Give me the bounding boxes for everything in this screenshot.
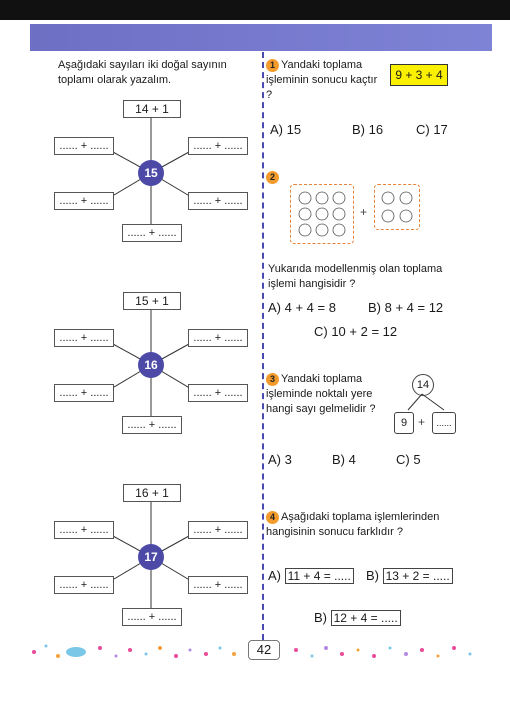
question-number-badge: 1 — [266, 58, 279, 72]
q4-option-a[interactable]: A) 11 + 4 = ..... — [268, 568, 354, 584]
diagram-16: 15 + 1 ...... + ...... ...... + ...... .… — [54, 292, 248, 438]
blank-box[interactable]: ...... + ...... — [54, 521, 114, 539]
blank-box[interactable]: ...... + ...... — [54, 576, 114, 594]
center-number: 17 — [138, 544, 164, 570]
strawberry-icons — [381, 191, 413, 223]
question-text: Yandaki toplama işleminde noktalı yere h… — [266, 373, 376, 415]
question-2-text: Yukarıda modellenmiş olan toplama işlemi… — [268, 263, 443, 290]
option-label: B) — [366, 568, 379, 583]
blank-box[interactable]: ...... + ...... — [188, 137, 248, 155]
option-c[interactable]: C) 5 — [396, 452, 421, 467]
blank-box[interactable]: ...... + ...... — [122, 416, 182, 434]
plus-sign: + — [360, 205, 368, 219]
option-b[interactable]: B) 4 — [332, 452, 356, 467]
strawberry-model-9 — [290, 184, 354, 244]
blank-box[interactable]: ...... + ...... — [188, 192, 248, 210]
expression-box: 9 + 3 + 4 — [390, 64, 448, 86]
question-number-badge: 3 — [266, 372, 279, 386]
blank-box[interactable]: ...... + ...... — [122, 224, 182, 242]
q2-options: A) 4 + 4 = 8 B) 8 + 4 = 12 C) 10 + 2 = 1… — [268, 300, 488, 340]
option-a[interactable]: A) 15 — [270, 122, 302, 137]
option-b[interactable]: B) 16 — [352, 122, 384, 137]
question-text: Aşağıdaki toplama işlemlerinden hangisin… — [266, 511, 440, 538]
blank-box[interactable]: ...... + ...... — [188, 576, 248, 594]
strawberry-model-4 — [374, 184, 420, 230]
intro-text: Aşağıdaki sayıları iki doğal sayının top… — [58, 59, 227, 86]
option-c[interactable]: C) 10 + 2 = 12 — [314, 324, 398, 339]
center-number: 16 — [138, 352, 164, 378]
top-black-band — [0, 0, 510, 20]
center-number: 15 — [138, 160, 164, 186]
blank-box[interactable]: ...... + ...... — [54, 384, 114, 402]
addition-tree-lines — [407, 393, 445, 411]
top-box: 14 + 1 — [123, 100, 181, 118]
blank-addend-box[interactable]: ...... — [432, 412, 456, 434]
strawberry-icons — [298, 191, 346, 237]
blank-box[interactable]: ...... + ...... — [122, 608, 182, 626]
sum-bubble: 14 — [412, 374, 434, 396]
option-a[interactable]: A) 4 + 4 = 8 — [268, 300, 336, 315]
option-b[interactable]: B) 8 + 4 = 12 — [368, 300, 444, 315]
diagram-15: 14 + 1 ...... + ...... ...... + ...... .… — [54, 100, 248, 246]
plus-sign: + — [418, 415, 426, 429]
blank-box[interactable]: ...... + ...... — [188, 329, 248, 347]
blank-box[interactable]: ...... + ...... — [188, 521, 248, 539]
blank-box[interactable]: ...... + ...... — [54, 329, 114, 347]
top-box: 15 + 1 — [123, 292, 181, 310]
q4-option-b2[interactable]: B) 12 + 4 = ..... — [314, 610, 401, 626]
page-number: 42 — [248, 640, 280, 660]
footer-decoration — [20, 640, 490, 664]
question-2-badge: 2 — [266, 170, 281, 185]
q4-option-b[interactable]: B) 13 + 2 = ..... — [366, 568, 453, 584]
column-divider — [262, 52, 264, 640]
addend-box: 9 — [394, 412, 414, 434]
diagram-17: 16 + 1 ...... + ...... ...... + ...... .… — [54, 484, 248, 630]
question-text: Yandaki toplama işleminin sonucu kaçtır … — [266, 59, 378, 101]
blank-box[interactable]: ...... + ...... — [54, 192, 114, 210]
option-c[interactable]: C) 17 — [416, 122, 448, 137]
header-banner — [30, 24, 492, 51]
option-expression: 12 + 4 = ..... — [330, 610, 401, 626]
option-expression: 11 + 4 = ..... — [284, 568, 354, 584]
question-number-badge: 4 — [266, 510, 279, 524]
option-expression: 13 + 2 = ..... — [382, 568, 453, 584]
question-number-badge: 2 — [266, 170, 279, 184]
option-label: A) — [268, 568, 281, 583]
option-label: B) — [314, 610, 327, 625]
option-a[interactable]: A) 3 — [268, 452, 292, 467]
sparkle-dots — [32, 644, 472, 658]
blank-box[interactable]: ...... + ...... — [54, 137, 114, 155]
top-box: 16 + 1 — [123, 484, 181, 502]
blank-box[interactable]: ...... + ...... — [188, 384, 248, 402]
